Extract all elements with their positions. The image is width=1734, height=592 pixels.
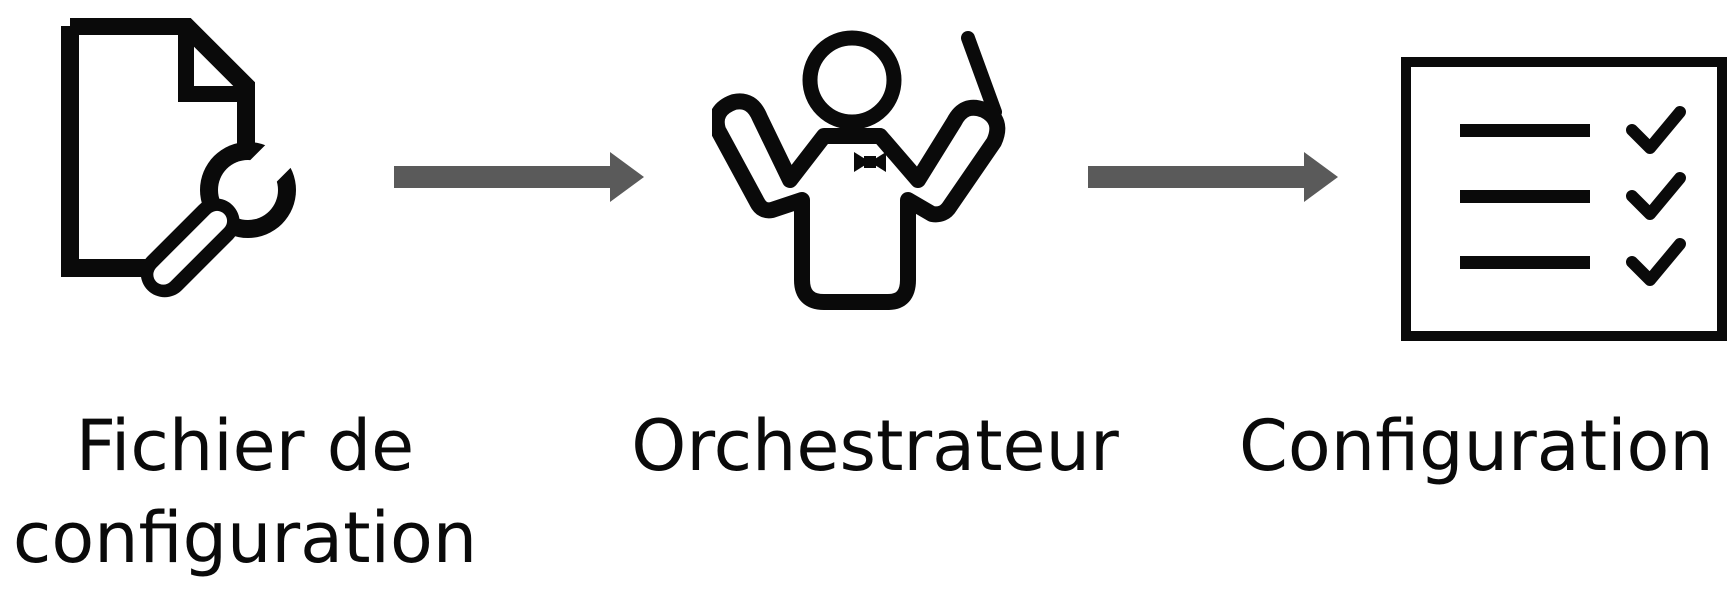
node-label-config-file-line2: configuration (12, 497, 478, 579)
conductor-icon (712, 30, 1006, 310)
flow-arrow-1 (394, 152, 644, 202)
checklist-icon (1401, 57, 1727, 341)
file-wrench-icon (61, 18, 299, 298)
node-label-orchestrator-text: Orchestrateur (631, 405, 1119, 487)
node-label-config-file: Fichier de configuration (0, 400, 490, 584)
node-label-configuration-text: Configuration (1239, 405, 1714, 487)
node-label-orchestrator: Orchestrateur (615, 400, 1135, 492)
node-label-configuration: Configuration (1225, 400, 1734, 492)
node-label-config-file-line1: Fichier de (75, 405, 415, 487)
flow-arrow-2 (1088, 152, 1338, 202)
